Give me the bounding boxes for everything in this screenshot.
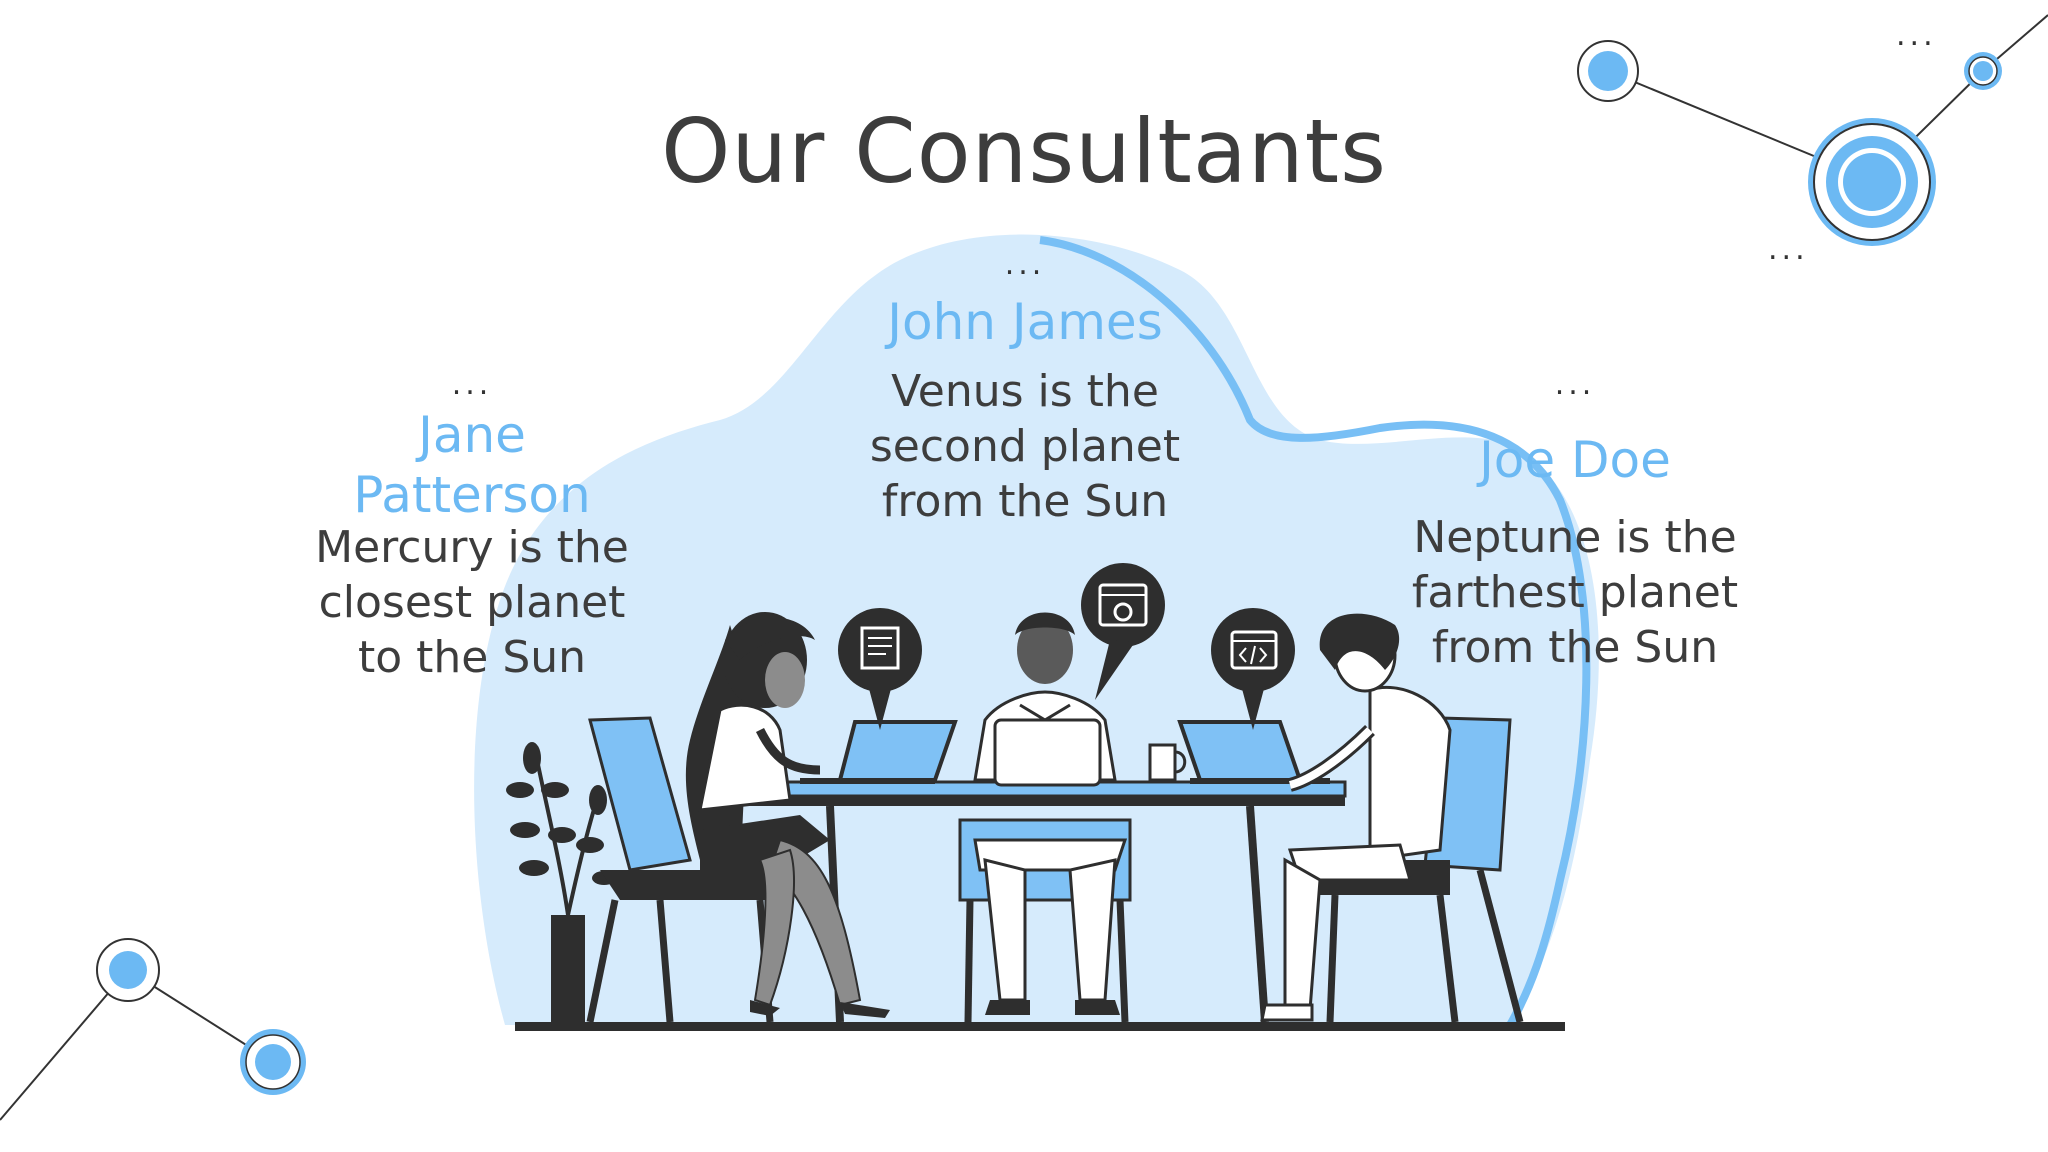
- consultant-john-james: ... John James Venus is the second plane…: [830, 250, 1220, 529]
- mug: [1148, 743, 1187, 782]
- network-top-right: [1577, 14, 2048, 246]
- consultant-name: Jane Patterson: [353, 406, 591, 524]
- plant: [506, 742, 616, 1025]
- consultant-dots: ...: [1554, 367, 1596, 402]
- browser-settings-icon: [1081, 563, 1165, 700]
- consultant-joe-doe: ... Joe Doe Neptune is the farthest plan…: [1390, 370, 1760, 675]
- decoration-dots: ...: [1896, 18, 1937, 53]
- consultant-dots: ...: [451, 367, 493, 402]
- consultant-dots: ...: [1004, 247, 1046, 282]
- consultant-description: Venus is the second planet from the Sun: [869, 366, 1181, 527]
- browser-code-icon: [1211, 608, 1295, 730]
- decoration-dots: ...: [1768, 232, 1809, 267]
- network-bottom-left: [0, 938, 306, 1121]
- folder-document-icon: [838, 608, 922, 730]
- floor-line: [515, 1022, 1565, 1031]
- chair-left: [586, 716, 790, 1023]
- consultant-description: Neptune is the farthest planet from the …: [1411, 512, 1739, 673]
- laptop-left: [800, 720, 958, 784]
- consultant-description: Mercury is the closest planet to the Sun: [315, 522, 629, 683]
- blob-outline: [1039, 236, 1591, 1027]
- consultant-name: John James: [887, 293, 1163, 351]
- slide-title: Our Consultants: [661, 100, 1387, 203]
- consultant-jane-patterson: ... Jane Patterson Mercury is the closes…: [300, 370, 644, 685]
- person-left: [685, 612, 890, 1018]
- consultant-name: Joe Doe: [1479, 431, 1671, 489]
- laptop-center: [993, 718, 1102, 787]
- person-right: [1260, 613, 1452, 1022]
